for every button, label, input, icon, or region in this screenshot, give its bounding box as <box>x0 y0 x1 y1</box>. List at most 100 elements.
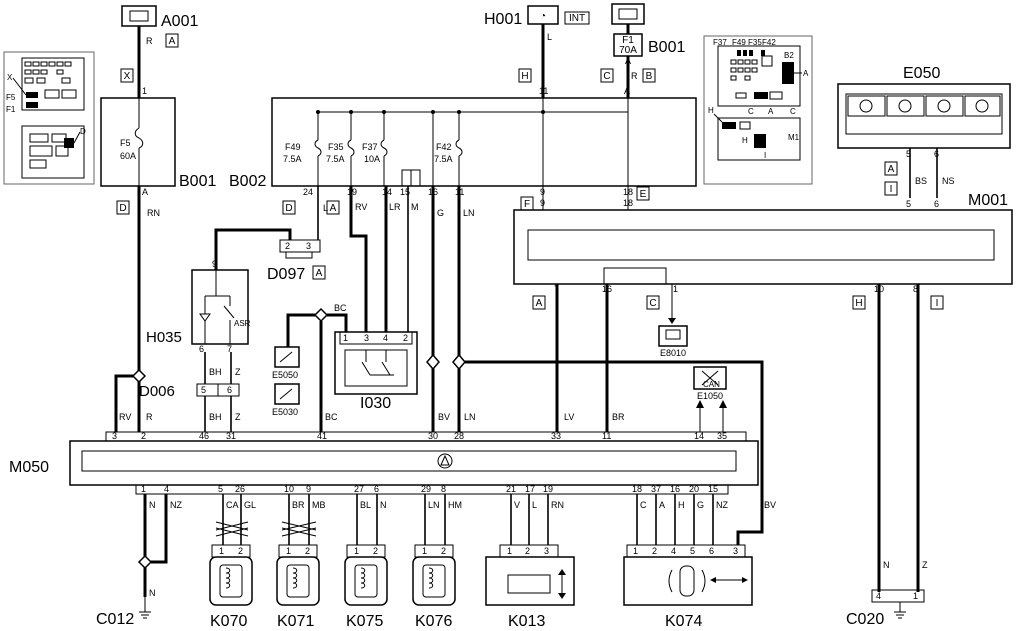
svg-text:BS: BS <box>915 176 927 186</box>
svg-text:I030: I030 <box>360 395 391 412</box>
svg-text:14: 14 <box>694 431 704 441</box>
svg-text:Z: Z <box>235 412 241 422</box>
svg-text:RN: RN <box>147 208 160 218</box>
svg-text:1: 1 <box>673 284 678 294</box>
svg-text:15: 15 <box>708 484 718 494</box>
svg-text:C: C <box>649 298 656 309</box>
svg-text:I: I <box>936 298 939 309</box>
svg-text:2: 2 <box>141 431 146 441</box>
svg-text:D: D <box>80 127 86 136</box>
svg-text:H: H <box>521 71 528 82</box>
svg-text:2: 2 <box>525 546 530 556</box>
svg-text:HM: HM <box>448 500 462 510</box>
component-e8010: E8010 <box>658 325 688 358</box>
svg-text:NZ: NZ <box>716 500 728 510</box>
svg-text:LN: LN <box>428 500 440 510</box>
svg-text:18: 18 <box>632 484 642 494</box>
svg-text:V: V <box>514 500 520 510</box>
svg-text:K071: K071 <box>277 613 314 630</box>
svg-text:BR: BR <box>292 500 305 510</box>
svg-text:6: 6 <box>227 385 232 395</box>
svg-text:24: 24 <box>303 187 313 197</box>
svg-text:F37: F37 <box>362 142 378 152</box>
svg-text:1: 1 <box>633 546 638 556</box>
svg-text:M001: M001 <box>968 192 1008 209</box>
svg-text:BC: BC <box>325 412 338 422</box>
svg-text:F49: F49 <box>285 142 301 152</box>
svg-text:H: H <box>708 106 714 115</box>
svg-text:LR: LR <box>389 202 401 212</box>
component-k074: 1 2 4 5 6 3 K074 <box>623 544 753 630</box>
svg-text:35: 35 <box>717 431 727 441</box>
svg-text:M050: M050 <box>9 459 49 476</box>
svg-text:NS: NS <box>942 176 955 186</box>
svg-text:9: 9 <box>306 484 311 494</box>
svg-text:C: C <box>790 107 796 116</box>
svg-text:7.5A: 7.5A <box>283 154 302 164</box>
svg-text:LN: LN <box>463 208 475 218</box>
svg-text:B002: B002 <box>229 173 266 190</box>
component-b001-f5: F5 60A B001 <box>100 97 216 190</box>
svg-text:BH: BH <box>209 367 222 377</box>
svg-text:CA: CA <box>226 500 239 510</box>
svg-text:26: 26 <box>235 484 245 494</box>
component-k013: 1 2 3 K013 <box>485 544 575 630</box>
component-d097: 2 3 D097 A <box>267 239 326 283</box>
svg-text:16: 16 <box>670 484 680 494</box>
svg-text:G: G <box>697 500 704 510</box>
component-h035: 9 ASR 6 7 H035 <box>146 259 251 354</box>
svg-text:BC: BC <box>334 303 347 313</box>
svg-text:L: L <box>547 32 552 42</box>
svg-text:27: 27 <box>354 484 364 494</box>
svg-text:41: 41 <box>317 431 327 441</box>
svg-text:8: 8 <box>913 284 918 294</box>
svg-text:N: N <box>380 500 387 510</box>
svg-text:10A: 10A <box>364 154 380 164</box>
svg-text:G: G <box>437 208 444 218</box>
component-k070: 1 2 K070 <box>209 544 253 630</box>
svg-text:1: 1 <box>286 546 291 556</box>
svg-text:2: 2 <box>305 546 310 556</box>
svg-text:MB: MB <box>312 500 326 510</box>
svg-text:A: A <box>142 187 148 197</box>
svg-text:3: 3 <box>306 241 311 251</box>
svg-text:1: 1 <box>913 591 918 601</box>
svg-text:46: 46 <box>199 431 209 441</box>
svg-text:NZ: NZ <box>170 500 182 510</box>
svg-text:5: 5 <box>690 546 695 556</box>
svg-text:2: 2 <box>652 546 657 556</box>
svg-text:F35: F35 <box>748 38 762 47</box>
svg-text:1: 1 <box>343 333 348 343</box>
svg-text:9: 9 <box>540 198 545 208</box>
svg-text:C012: C012 <box>96 611 134 628</box>
svg-text:3: 3 <box>364 333 369 343</box>
svg-text:F49: F49 <box>732 38 746 47</box>
svg-text:N: N <box>149 588 156 598</box>
svg-text:3: 3 <box>544 546 549 556</box>
svg-text:BV: BV <box>438 412 450 422</box>
svg-text:2: 2 <box>285 241 290 251</box>
svg-text:7.5A: 7.5A <box>326 154 345 164</box>
svg-text:E1050: E1050 <box>697 391 723 401</box>
svg-text:B: B <box>646 71 653 82</box>
svg-text:D: D <box>119 203 126 214</box>
svg-text:K076: K076 <box>415 613 452 630</box>
component-a001: A001 R A <box>121 5 198 48</box>
svg-text:6: 6 <box>934 199 939 209</box>
svg-text:K074: K074 <box>665 613 702 630</box>
component-k071: 1 2 K071 <box>276 544 320 630</box>
svg-text:7: 7 <box>227 344 232 354</box>
svg-text:B001: B001 <box>179 173 216 190</box>
svg-text:BH: BH <box>209 412 222 422</box>
component-b002: F49 7.5A F35 7.5A F37 10A F42 7.5A B002 <box>229 97 697 190</box>
svg-text:5: 5 <box>201 385 206 395</box>
svg-text:F37: F37 <box>713 38 727 47</box>
svg-text:F5: F5 <box>6 93 16 102</box>
svg-text:R: R <box>631 71 638 81</box>
svg-text:31: 31 <box>226 431 236 441</box>
svg-text:GL: GL <box>244 500 256 510</box>
svg-text:A001: A001 <box>161 13 198 30</box>
svg-text:INT: INT <box>569 13 585 24</box>
svg-text:37: 37 <box>651 484 661 494</box>
svg-text:2: 2 <box>238 546 243 556</box>
